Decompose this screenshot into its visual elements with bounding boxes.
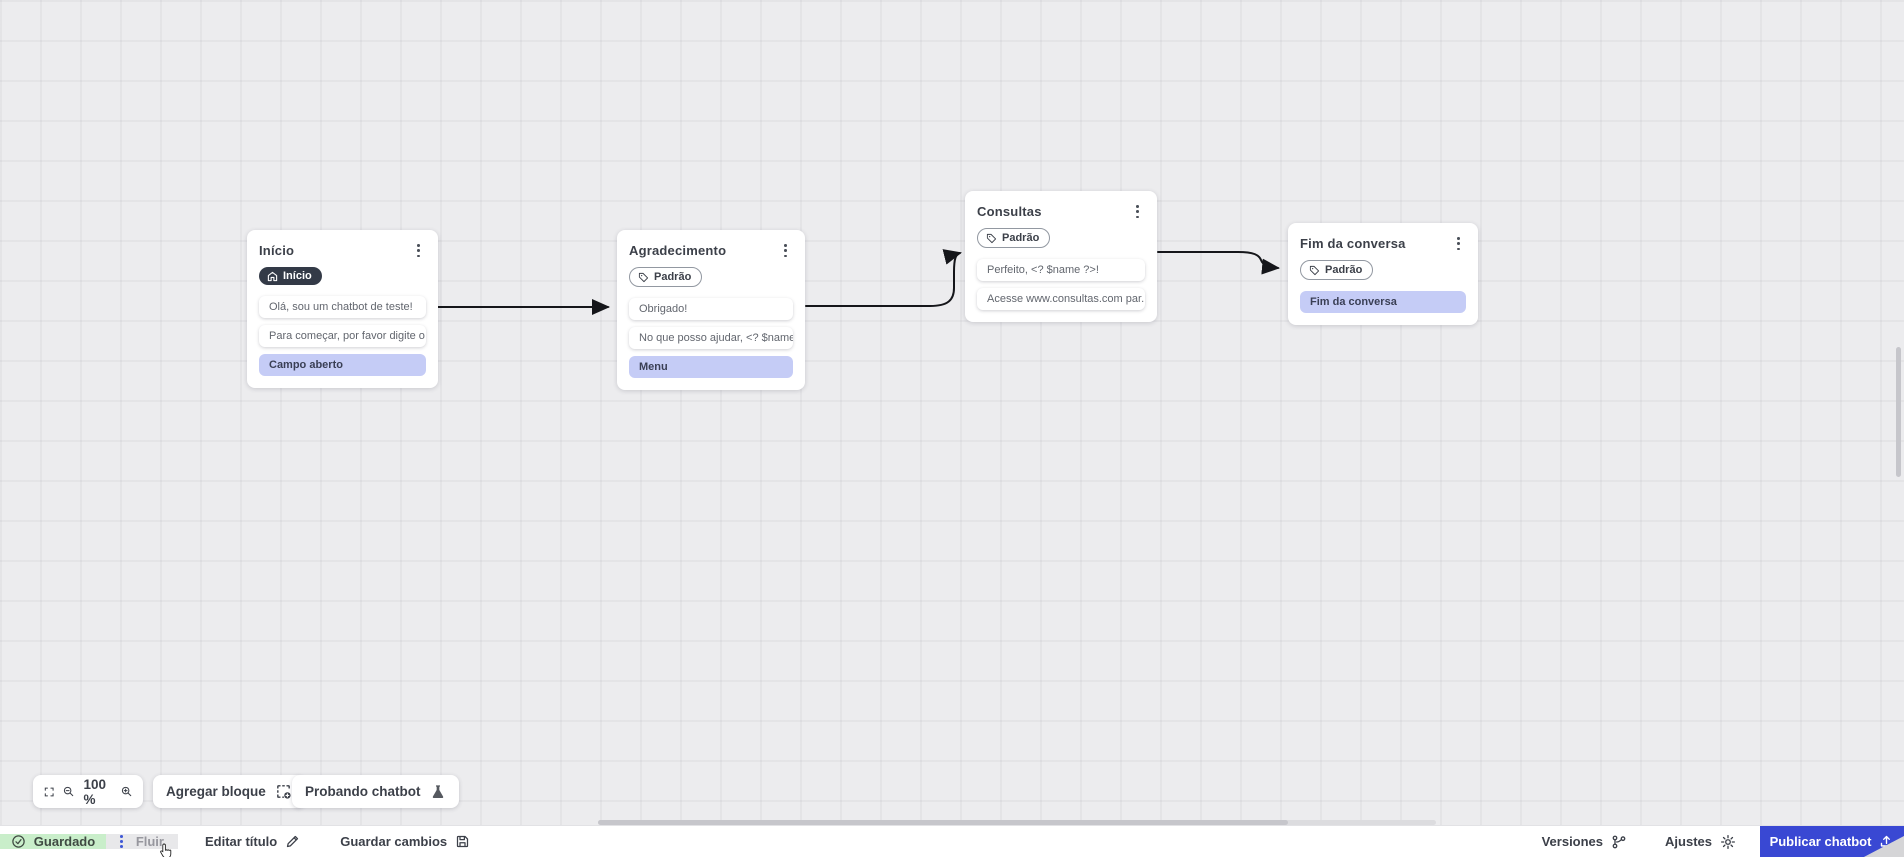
tag-icon (986, 233, 997, 243)
publish-chatbot-button[interactable]: Publicar chatbot (1760, 825, 1904, 857)
flow-canvas[interactable]: Início Início Olá, sou um chatbot de tes… (0, 0, 1904, 825)
node-menu-icon[interactable] (1130, 203, 1145, 220)
input-card[interactable]: Menu (629, 356, 793, 379)
node-menu-icon[interactable] (778, 242, 793, 259)
node-badge: Início (259, 267, 322, 286)
pencil-icon (287, 835, 299, 848)
node-title: Início (259, 243, 295, 259)
settings-button[interactable]: Ajustes (1665, 834, 1736, 850)
test-chatbot-button[interactable]: Probando chatbot (292, 775, 459, 808)
save-changes-label: Guardar cambios (340, 834, 448, 849)
branch-icon (1612, 835, 1626, 848)
flow-edges (437, 249, 1280, 315)
flask-icon (432, 784, 443, 798)
publish-label: Publicar chatbot (1769, 834, 1872, 849)
tag-icon (638, 272, 649, 282)
message-card[interactable]: Olá, sou um chatbot de teste! (259, 296, 426, 319)
horizontal-scrollbar-thumb[interactable] (598, 820, 1288, 825)
flow-node-consultas[interactable]: Consultas Padrão Perfeito, <? $name ?>! … (965, 191, 1157, 323)
test-chatbot-label: Probando chatbot (305, 784, 421, 799)
save-icon (457, 835, 469, 848)
message-card[interactable]: Perfeito, <? $name ?>! (977, 259, 1145, 282)
node-title: Agradecimento (629, 243, 727, 259)
check-circle-icon (12, 835, 25, 848)
zoom-toolbar: 100 % (33, 775, 143, 808)
badge-label: Padrão (1002, 232, 1040, 245)
node-menu-icon[interactable] (411, 242, 426, 259)
zoom-level: 100 % (83, 776, 107, 807)
badge-label: Padrão (654, 271, 692, 284)
message-card[interactable]: Acesse www.consultas.com par... (977, 288, 1145, 311)
saved-status: Guardado (0, 834, 106, 849)
zoom-in-icon[interactable] (121, 784, 132, 799)
gear-icon (1721, 834, 1735, 849)
node-title: Consultas (977, 204, 1042, 220)
saved-label: Guardado (33, 834, 96, 849)
edit-title-label: Editar título (205, 834, 278, 849)
fit-screen-icon[interactable] (44, 785, 54, 799)
home-icon (267, 271, 278, 282)
settings-label: Ajustes (1665, 834, 1712, 849)
input-card[interactable]: Fim da conversa (1300, 291, 1466, 314)
flow-node-inicio[interactable]: Início Início Olá, sou um chatbot de tes… (247, 230, 438, 389)
node-badge: Padrão (1300, 260, 1374, 281)
flow-node-agradecimento[interactable]: Agradecimento Padrão Obrigado! No que po… (617, 230, 805, 391)
badge-label: Início (283, 270, 312, 283)
flow-tab[interactable]: Fluir (106, 834, 178, 849)
vertical-scrollbar-thumb[interactable] (1896, 347, 1901, 477)
node-badge: Padrão (629, 267, 703, 288)
message-card[interactable]: Obrigado! (629, 298, 793, 321)
flow-label: Fluir (135, 834, 164, 849)
message-card[interactable]: No que posso ajudar, <? $name ... (629, 327, 793, 350)
mouse-cursor (160, 843, 172, 857)
versions-button[interactable]: Versiones (1542, 834, 1627, 850)
bottom-status-bar: Guardado Fluir Editar título Guardar cam… (0, 825, 1904, 857)
flow-menu-icon[interactable] (120, 835, 123, 848)
input-card[interactable]: Campo aberto (259, 354, 426, 377)
save-changes-button[interactable]: Guardar cambios (340, 834, 470, 849)
zoom-out-icon[interactable] (63, 784, 74, 799)
node-title: Fim da conversa (1300, 236, 1406, 252)
badge-label: Padrão (1325, 264, 1363, 277)
tag-icon (1309, 265, 1320, 275)
node-badge: Padrão (977, 228, 1051, 249)
versions-label: Versiones (1541, 834, 1604, 849)
add-block-button[interactable]: Agregar bloque (153, 775, 305, 808)
flow-node-fim-da-conversa[interactable]: Fim da conversa Padrão Fim da conversa (1288, 223, 1478, 326)
add-block-icon (276, 785, 291, 799)
corner-fold (1862, 835, 1904, 857)
node-menu-icon[interactable] (1451, 235, 1466, 252)
edit-title-button[interactable]: Editar título (205, 834, 300, 849)
message-card[interactable]: Para começar, por favor digite o ... (259, 325, 426, 348)
add-block-label: Agregar bloque (166, 784, 266, 799)
